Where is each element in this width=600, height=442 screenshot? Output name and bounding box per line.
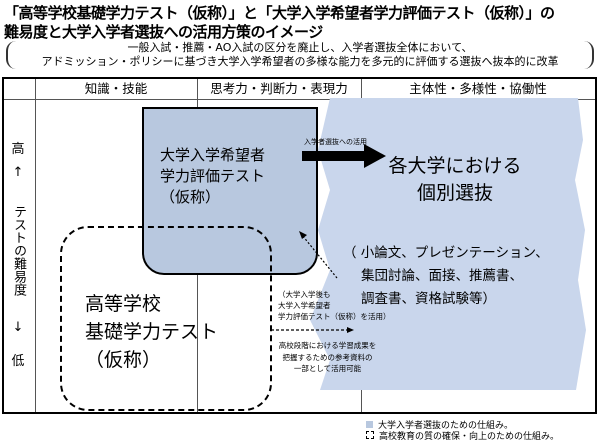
- note-reference: 高校段階における学習成果を 把握するための参考資料の 一部として活用可能: [270, 340, 385, 375]
- methods-line-3: 調査書、資格試験等）: [361, 291, 496, 307]
- blue-square-icon: [366, 421, 373, 428]
- legend-dashed: 高校教育の質の確保・向上のための仕組み。: [366, 429, 559, 442]
- column-header-knowledge: 知識・技能: [84, 81, 148, 96]
- univ-test-line-2: 学力評価テスト: [160, 167, 266, 185]
- note2-line-3: 一部として活用可能: [293, 364, 362, 373]
- univ-test-line-1: 大学入学希望者: [160, 146, 266, 164]
- note2-line-2: 把握するための参考資料の: [282, 352, 373, 362]
- reform-line-1: 一般入試・推薦・AO入試の区分を廃止し、入学者選抜全体において、: [127, 41, 473, 54]
- reform-statement: 一般入試・推薦・AO入試の区分を廃止し、入学者選抜全体において、 アドミッション…: [6, 41, 594, 69]
- note1-line-3: 学力評価テスト（仮称）を活用）: [278, 312, 391, 321]
- legend-blue-text: 大学入学者選抜のための仕組み。: [378, 421, 514, 431]
- hs-test-label: 高等学校 基礎学力テスト （仮称）: [85, 290, 218, 374]
- selection-line-2: 個別選抜: [416, 182, 493, 204]
- methods-line-2: 集団討論、面接、推薦書、: [361, 268, 523, 284]
- note1-line-2: 大学入学希望者: [278, 301, 331, 310]
- axis-up-arrow-icon: ↑: [12, 165, 24, 180]
- dashed-square-icon: [366, 431, 374, 439]
- univ-test-box: [142, 107, 318, 275]
- axis-high: 高: [11, 142, 25, 157]
- note-after-admission: （大学入学後も 大学入学希望者 学力評価テスト（仮称）を活用）: [278, 289, 391, 322]
- legend-dashed-text: 高校教育の質の確保・向上のための仕組み。: [379, 432, 560, 442]
- note1-line-1: （大学入学後も: [278, 290, 331, 299]
- legend-blue: 大学入学者選抜のための仕組み。: [366, 418, 513, 431]
- univ-test-label: 大学入学希望者 学力評価テスト （仮称）: [160, 145, 265, 208]
- axis-low: 低: [11, 354, 25, 369]
- methods-line-1: （ 小論文、プレゼンテーション、: [343, 245, 549, 261]
- title-line-2: 難易度と大学入学者選抜への活用方策のイメージ: [4, 23, 323, 41]
- axis-label: テストの難易度: [11, 204, 26, 296]
- selection-methods: （ 小論文、プレゼンテーション、 集団討論、面接、推薦書、 調査書、資格試験等）: [343, 242, 593, 311]
- arrow-label: 入学者選抜への活用: [304, 138, 367, 146]
- note2-line-1: 高校段階における学習成果を: [278, 341, 377, 350]
- hs-test-line-2: 基礎学力テスト: [85, 321, 219, 343]
- hs-test-line-3: （仮称）: [85, 349, 162, 371]
- title-line-1: 「高等学校基礎学力テスト（仮称）」と「大学入学希望者学力評価テスト（仮称）」の: [4, 4, 555, 22]
- hs-test-box: [60, 226, 272, 411]
- column-header-independence: 主体性・多様性・協働性: [409, 81, 547, 96]
- column-header-thinking: 思考力・判断力・表現力: [210, 81, 348, 96]
- right-arrow-icon: [302, 144, 386, 168]
- individual-selection: 各大学における 個別選抜: [370, 153, 540, 207]
- axis-down-arrow-icon: ↓: [12, 320, 24, 335]
- selection-line-1: 各大学における: [388, 155, 522, 177]
- reform-line-2: アドミッション・ポリシーに基づき大学入学希望者の多様な能力を多元的に評価する選抜…: [41, 55, 559, 68]
- univ-test-line-3: （仮称）: [160, 188, 221, 206]
- hs-test-line-1: 高等学校: [85, 293, 162, 315]
